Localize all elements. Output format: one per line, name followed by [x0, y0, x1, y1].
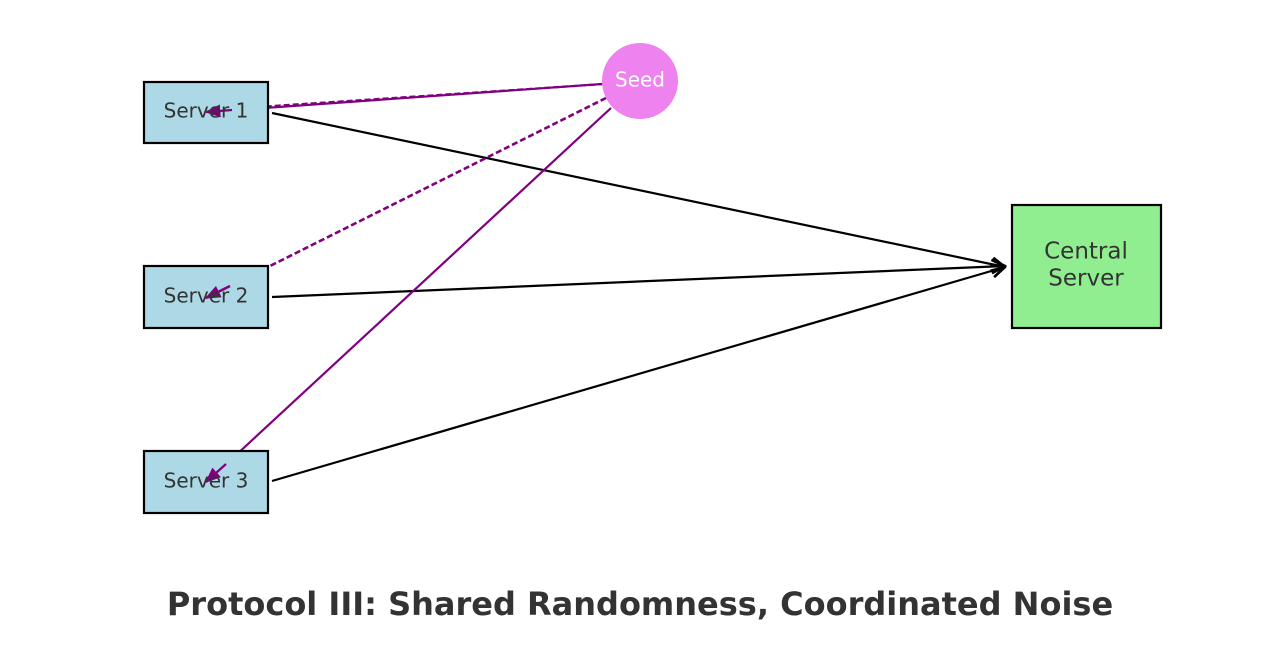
- arrowhead-seed-server1: [204, 104, 233, 118]
- central-server-node: [1010, 203, 1163, 330]
- arrowhead-seed-server3: [204, 463, 227, 484]
- seed-label: Seed: [615, 68, 665, 92]
- diagram-title: Protocol III: Shared Randomness, Coordin…: [167, 585, 1113, 623]
- edge-seed-server3-solid: [206, 107, 612, 483]
- edge-server1-central: [271, 111, 1005, 267]
- edge-server2-central: [271, 266, 1005, 299]
- central-server-label-line1: Central: [1044, 239, 1128, 265]
- server-3-label: Server 3: [164, 469, 249, 493]
- server-1-label: Server 1: [164, 99, 249, 123]
- central-server-label-line2: Server: [1048, 266, 1124, 292]
- edge-seed-server2-dashed: [206, 96, 607, 299]
- edge-server3-central: [271, 267, 1005, 483]
- seed-node: [602, 43, 678, 119]
- edge-seed-server1-dashed: [211, 82, 605, 112]
- arrowhead-seed-server2: [204, 284, 231, 300]
- server-2-label: Server 2: [164, 284, 249, 308]
